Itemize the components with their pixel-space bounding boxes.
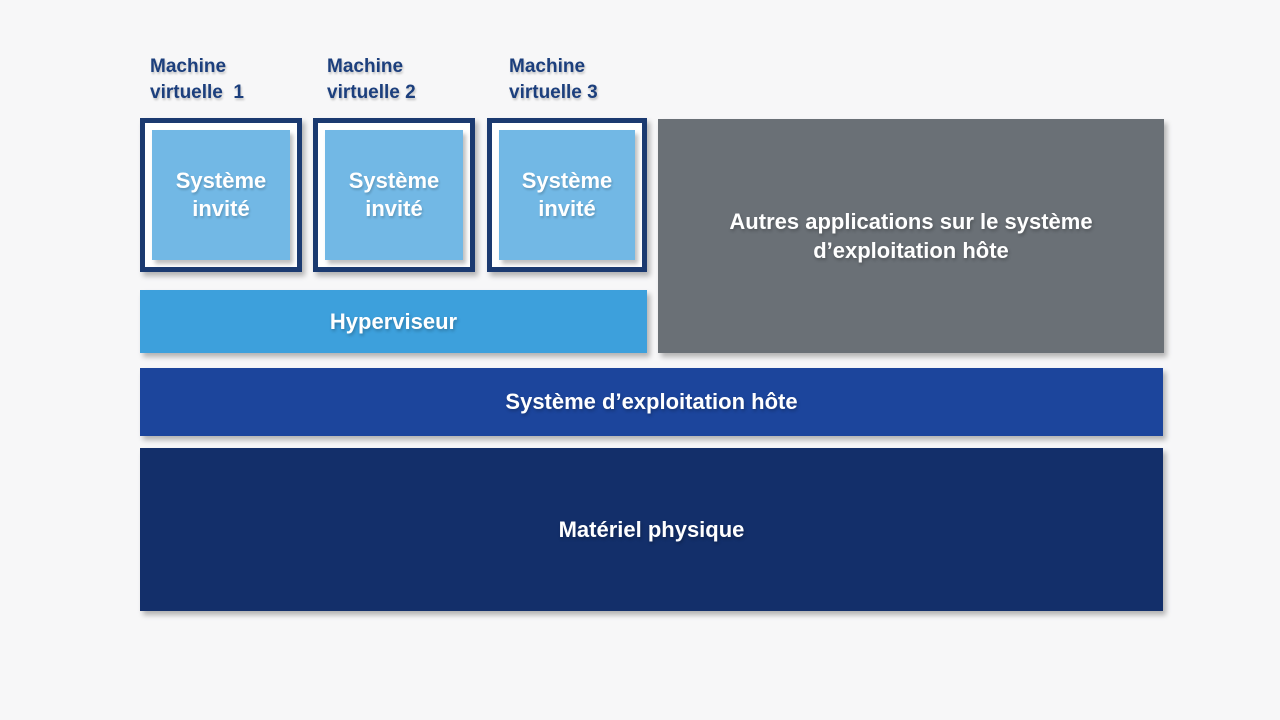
vm1-box: Système invité [140, 118, 302, 272]
vm3-title: Machine virtuelle 3 [509, 56, 598, 103]
vm2-guest-os-label: Système invité [348, 168, 440, 221]
vm1-guest-os-label: Système invité [175, 168, 267, 221]
vm2-box: Système invité [313, 118, 475, 272]
physical-hardware-bar: Matériel physique [140, 448, 1163, 611]
vm2-guest-os-box: Système invité [325, 130, 463, 260]
host-os-bar: Système d’exploitation hôte [140, 368, 1163, 436]
hypervisor-box: Hyperviseur [140, 290, 647, 353]
vm3-guest-os-box: Système invité [499, 130, 635, 260]
vm3-box: Système invité [487, 118, 647, 272]
other-apps-label: Autres applications sur le système d’exp… [729, 209, 1093, 263]
vm2-title: Machine virtuelle 2 [327, 56, 416, 103]
vm1-guest-os-box: Système invité [152, 130, 290, 260]
other-apps-box: Autres applications sur le système d’exp… [658, 119, 1164, 353]
hypervisor-label: Hyperviseur [329, 308, 458, 334]
vm1-title: Machine virtuelle 1 [150, 56, 244, 103]
vm3-guest-os-label: Système invité [521, 168, 613, 221]
physical-hardware-label: Matériel physique [558, 516, 745, 542]
host-os-label: Système d’exploitation hôte [505, 389, 798, 414]
